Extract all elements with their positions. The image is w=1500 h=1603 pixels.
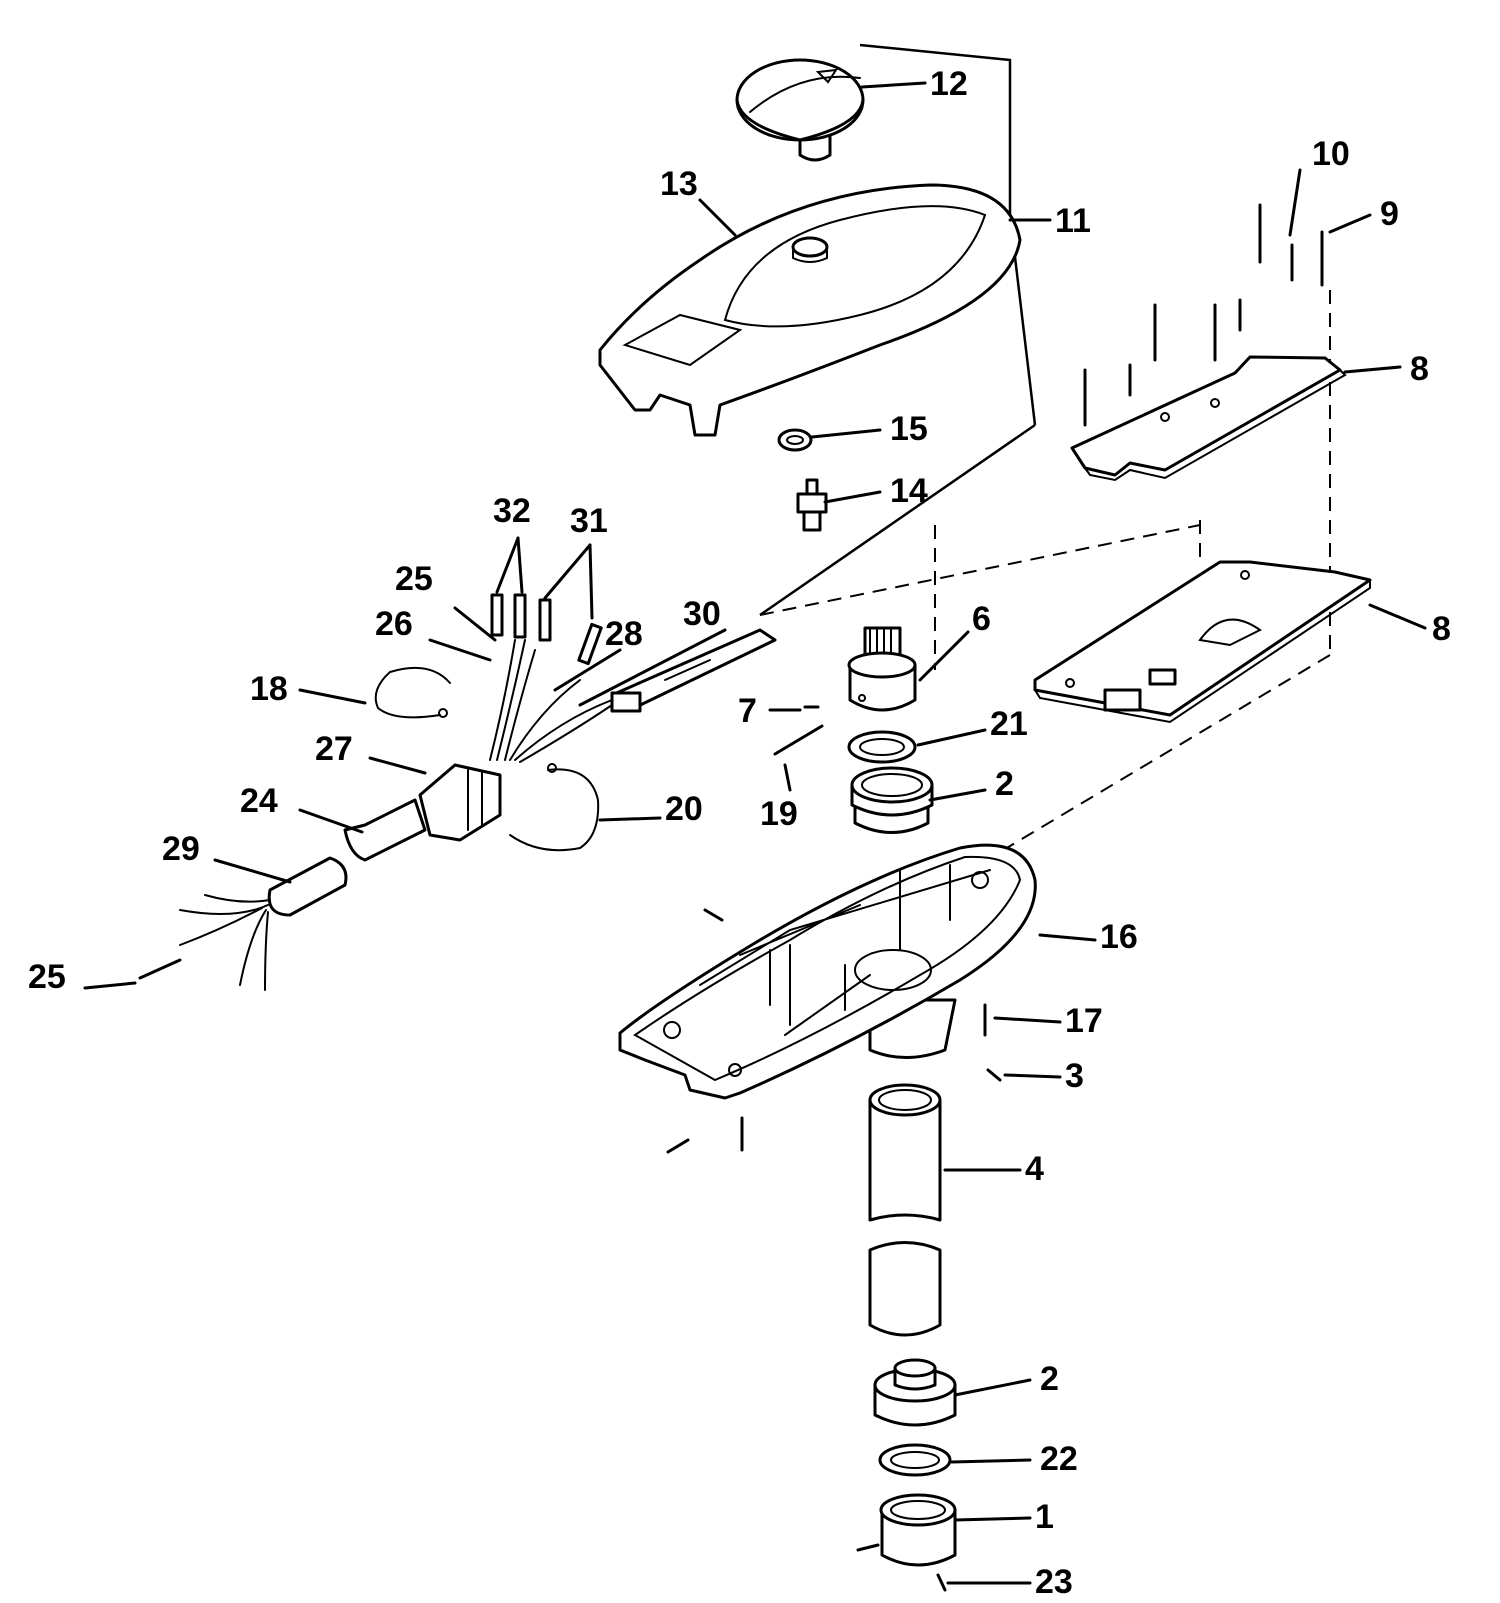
terminal-32 (513, 593, 527, 639)
callout-32: 32 (493, 492, 531, 530)
callout-28: 28 (605, 615, 643, 653)
callout-2-lower: 2 (1040, 1360, 1059, 1398)
callout-4: 4 (1025, 1150, 1044, 1188)
callout-21-upper: 21 (990, 705, 1028, 743)
part-22-set-screw (856, 1543, 947, 1592)
callout-19: 19 (760, 795, 798, 833)
part-30-connector (610, 628, 777, 713)
callout-18: 18 (250, 670, 288, 708)
callout-8: 8 (1410, 350, 1429, 388)
reference-lines (759, 43, 1331, 856)
screws-9-10 (1083, 203, 1324, 427)
callout-16: 16 (1100, 918, 1138, 956)
dashed-line-16 (994, 654, 1331, 856)
wires (489, 593, 613, 763)
callout-30: 30 (683, 595, 721, 633)
callout-26: 25 (395, 560, 433, 598)
part-19-pin (773, 724, 824, 756)
callout-15: 13 (660, 165, 698, 203)
part-12-bolt (796, 478, 828, 532)
callout-9: 9 (1380, 195, 1399, 233)
part-2-bushing-lower (873, 1358, 957, 1427)
callout-23: 24 (240, 782, 278, 820)
callout-29: 29 (162, 830, 200, 868)
callout-1: 1 (1035, 1498, 1054, 1536)
part-20-clamp (509, 763, 600, 852)
part-7-mounting-plate (1033, 560, 1372, 724)
part-18-clamp (374, 666, 451, 719)
callout-14: 15 (890, 410, 928, 448)
part-1-collar (879, 1493, 957, 1567)
callout-21-lower: 22 (1040, 1440, 1078, 1478)
part-13-knob (735, 58, 865, 162)
callout-17: 17 (1065, 1002, 1103, 1040)
part-3-screw (986, 1068, 1002, 1082)
callout-2-upper: 2 (995, 765, 1014, 803)
callout-11: 11 (1055, 202, 1091, 240)
callout-20: 20 (665, 790, 703, 828)
leader-lines (83, 81, 1427, 1585)
terminal-31 (538, 598, 552, 642)
dashed-line-7 (759, 524, 1201, 616)
loose-screws (666, 908, 744, 1154)
part-16-lower-housing (618, 843, 1037, 1100)
part-15-top-cover (598, 183, 1022, 437)
terminal-26 (490, 593, 504, 637)
reference-line-30 (759, 423, 1036, 617)
callout-labels: 12 13 11 10 9 8 15 14 6 8 7 21 2 19 20 1… (28, 65, 1451, 1601)
part-8-bracket (1070, 355, 1347, 482)
part-21-bearing-lower (878, 1443, 952, 1477)
terminal-28 (577, 622, 603, 666)
callout-31: 31 (570, 502, 608, 540)
part-29-cable (179, 856, 348, 991)
callout-22: 23 (1035, 1563, 1073, 1601)
callout-3: 3 (1065, 1057, 1084, 1095)
callout-5: 6 (972, 600, 991, 638)
part-24-terminal (138, 958, 182, 980)
bracket-line-11 (859, 43, 1012, 215)
callout-13: 12 (930, 65, 968, 103)
callout-25: 26 (375, 605, 413, 643)
callout-6: 7 (738, 692, 757, 730)
part-23-sleeve (343, 798, 427, 862)
part-5-gear-collar (847, 626, 917, 712)
part-21-bearing-upper (847, 730, 917, 764)
callout-27: 27 (315, 730, 353, 768)
callout-24: 25 (28, 958, 66, 996)
callout-10: 10 (1312, 135, 1350, 173)
callout-7: 8 (1432, 610, 1451, 648)
part-2-bushing-upper (850, 766, 934, 834)
callout-12: 14 (890, 472, 928, 510)
part-27-grommet (418, 763, 502, 842)
part-4-shaft-tube (868, 1083, 942, 1337)
part-14-washer (777, 428, 813, 452)
